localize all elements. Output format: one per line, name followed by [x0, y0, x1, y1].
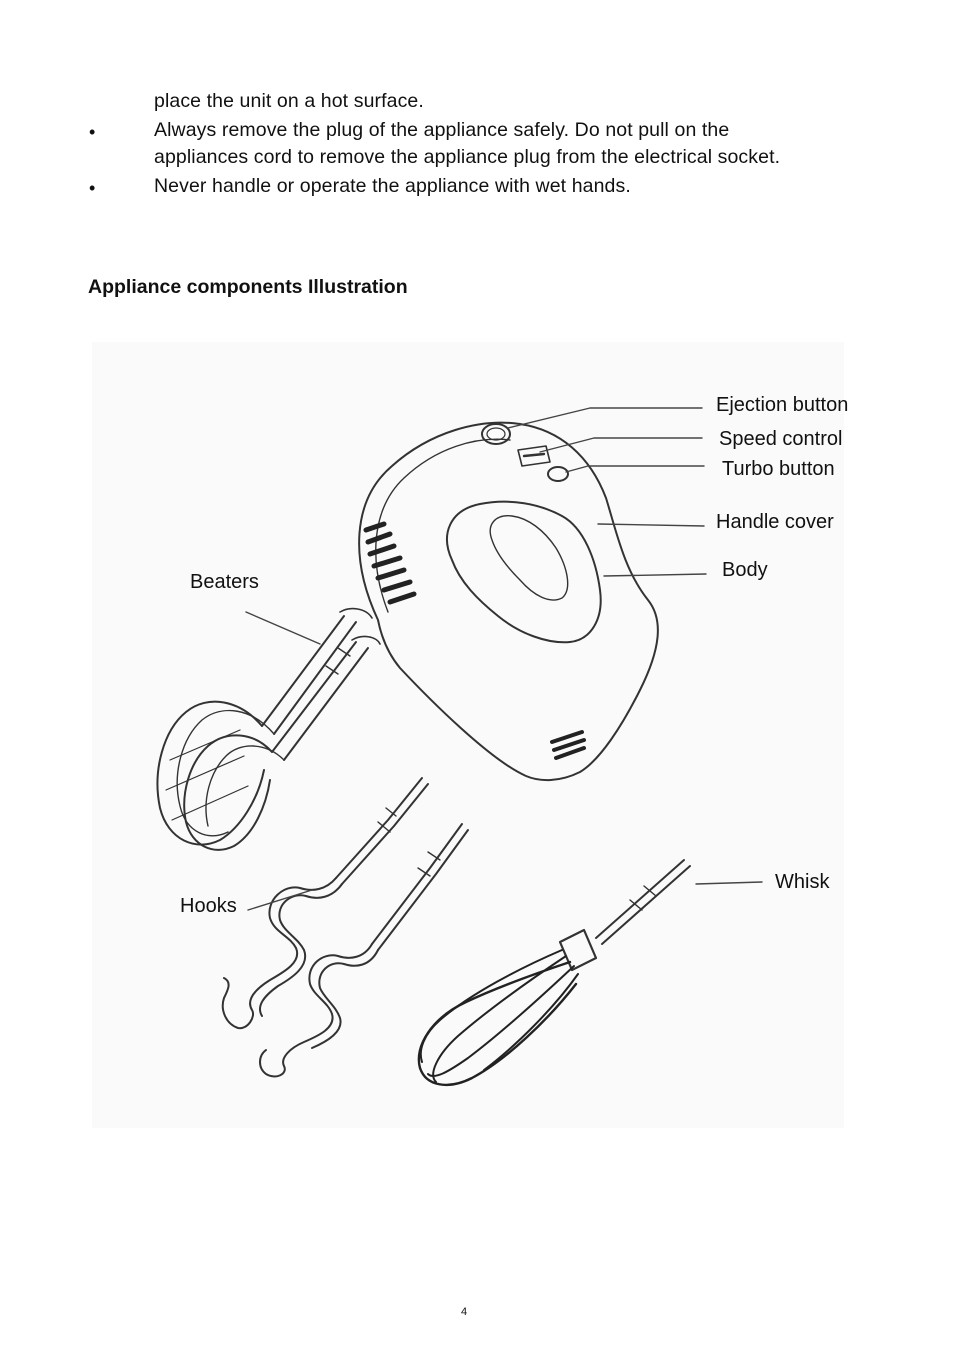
label-body: Body: [722, 559, 768, 581]
section-heading: Appliance components Illustration: [88, 276, 408, 298]
callout-leaders: [245, 407, 763, 911]
bullet-icon: •: [89, 122, 96, 142]
label-ejection-button: Ejection button: [716, 394, 849, 416]
beaters-drawing: [156, 615, 369, 851]
safety-item-1-line-1: Always remove the plug of the appliance …: [154, 119, 730, 141]
label-turbo-button: Turbo button: [722, 458, 835, 480]
safety-item-1-line-2: appliances cord to remove the appliance …: [154, 146, 781, 168]
page-number: 4: [461, 1306, 468, 1318]
label-speed-control: Speed control: [719, 428, 843, 450]
mixer-body-drawing: [339, 421, 659, 782]
hooks-drawing: [221, 777, 469, 1078]
label-hooks: Hooks: [180, 895, 237, 917]
label-whisk: Whisk: [775, 871, 830, 893]
bullet-icon: •: [89, 178, 96, 198]
whisk-drawing: [417, 859, 691, 1086]
label-handle-cover: Handle cover: [716, 511, 834, 533]
safety-text-continuation: place the unit on a hot surface.: [154, 90, 424, 112]
label-beaters: Beaters: [190, 571, 259, 593]
safety-item-2-line-1: Never handle or operate the appliance wi…: [154, 175, 631, 197]
